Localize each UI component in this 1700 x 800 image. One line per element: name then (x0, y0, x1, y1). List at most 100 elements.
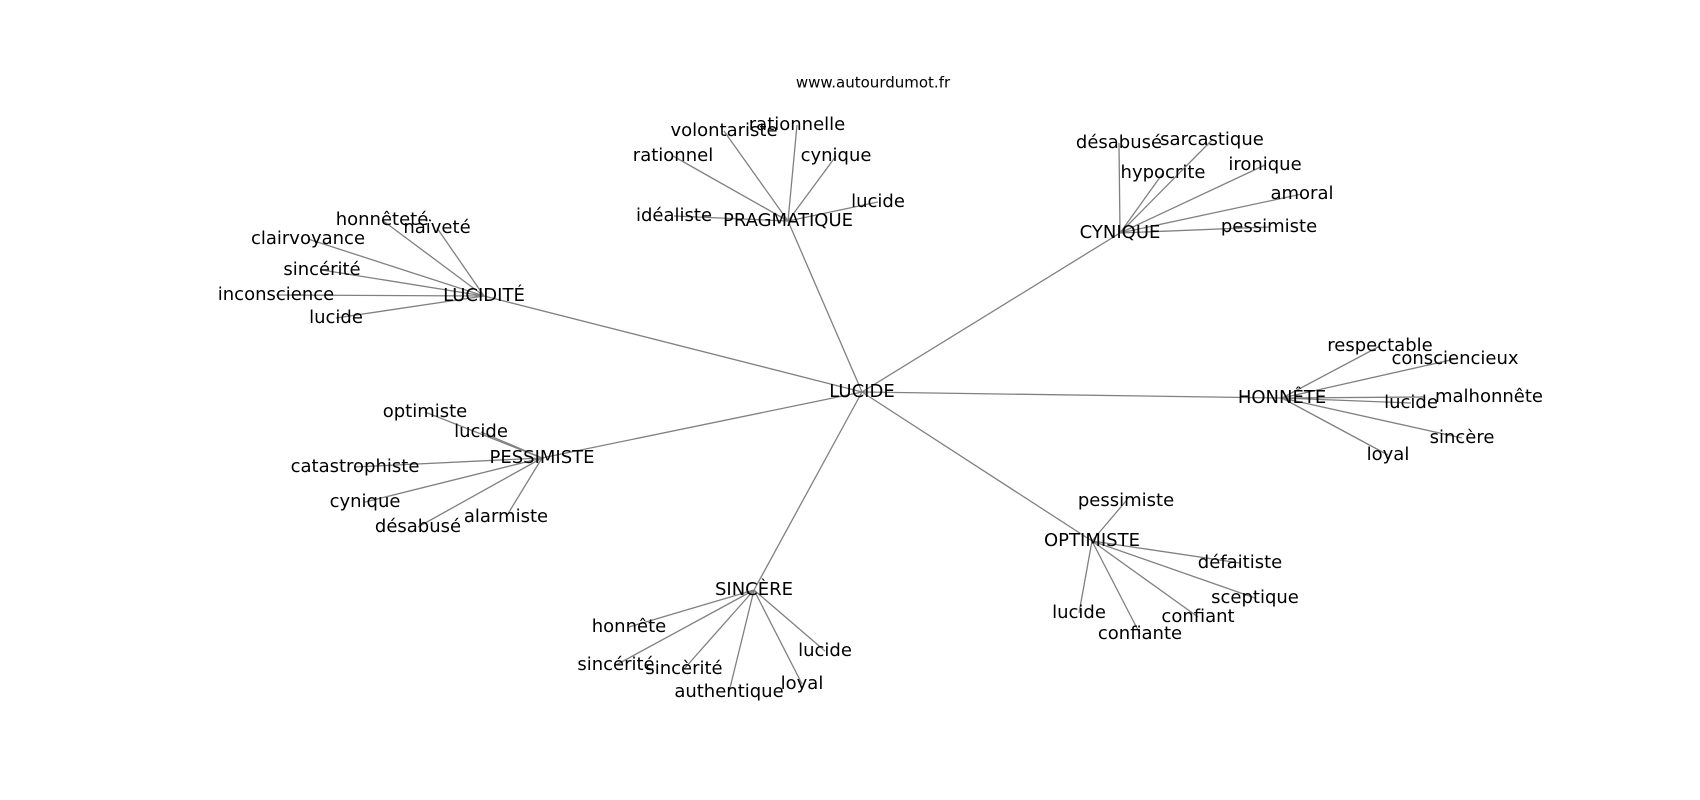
hub-leaf-edge (1119, 193, 1303, 234)
leaf-word: idéaliste (636, 205, 712, 226)
hub-leaf-edge (1281, 397, 1412, 404)
leaf-word: ironique (1228, 154, 1301, 175)
leaf-word: optimiste (383, 401, 468, 422)
center-hub-edge (861, 391, 1093, 542)
hub-leaf-edge (436, 227, 485, 297)
hub-leaf-edge (753, 589, 803, 685)
leaf-word: lucide (1384, 392, 1438, 413)
hub-leaf-edge (354, 457, 543, 468)
hub-word: PESSIMISTE (489, 447, 594, 468)
leaf-word: cynique (801, 145, 872, 166)
hub-leaf-edge (335, 295, 485, 319)
hub-leaf-edge (753, 589, 826, 652)
leaf-word: sarcastique (1160, 129, 1264, 150)
leaf-word: catastrophiste (291, 456, 420, 477)
leaf-word: lucide (1052, 602, 1106, 623)
leaf-word: lucide (798, 640, 852, 661)
center-hub-edge (787, 220, 863, 393)
hub-leaf-edge (723, 130, 789, 222)
leaf-word: rationnelle (749, 114, 845, 135)
leaf-word: honnêteté (336, 209, 429, 230)
hub-leaf-edge (1281, 396, 1426, 399)
hub-leaf-edge (1091, 540, 1199, 618)
graph-labels: LUCIDE PRAGMATIQUE volontaristerationnelle… (218, 114, 1543, 702)
leaf-word: pessimiste (1221, 216, 1317, 237)
hub-leaf-edge (1281, 397, 1389, 456)
leaf-word: désabusé (375, 516, 461, 537)
hub-word: CYNIQUE (1080, 222, 1161, 243)
leaf-word: authentique (674, 681, 783, 702)
hub-leaf-edge (275, 294, 485, 297)
hub-leaf-edge (1118, 142, 1121, 234)
hub-leaf-edge (787, 155, 837, 222)
leaf-word: pessimiste (1078, 490, 1174, 511)
hub-leaf-edge (480, 431, 543, 459)
hub-leaf-edge (683, 589, 755, 670)
leaf-word: désabusé (1076, 132, 1162, 153)
leaf-word: défaitiste (1198, 552, 1282, 573)
hub-leaf-edge (1119, 164, 1266, 234)
leaf-word: cynique (330, 491, 401, 512)
leaf-word: sincèrité (645, 658, 722, 679)
leaf-word: naïveté (403, 217, 470, 238)
leaf-word: lucide (309, 307, 363, 328)
leaf-word: sincérité (283, 259, 360, 280)
center-hub-edge (861, 232, 1121, 393)
hub-leaf-edge (1091, 540, 1241, 564)
hub-leaf-edge (787, 124, 798, 222)
hub-leaf-edge (1078, 540, 1093, 614)
leaf-word: confiante (1098, 623, 1182, 644)
hub-leaf-edge (1091, 540, 1141, 635)
hub-leaf-edge (1119, 139, 1213, 234)
hub-leaf-edge (417, 457, 543, 528)
leaf-word: volontariste (670, 120, 777, 141)
leaf-word: amoral (1270, 183, 1333, 204)
leaf-word: sincère (1430, 427, 1495, 448)
leaf-word: lucide (454, 421, 508, 442)
leaf-word: sincérité (577, 654, 654, 675)
hub-leaf-edge (1119, 172, 1164, 234)
hub-leaf-edge (321, 269, 485, 297)
hub-leaf-edge (673, 215, 789, 222)
hub-leaf-edge (1091, 500, 1127, 542)
hub-word: SINCÈRE (715, 578, 793, 600)
leaf-word: inconscience (218, 284, 334, 305)
leaf-word: sceptique (1211, 587, 1299, 608)
hub-leaf-edge (628, 589, 755, 628)
leaf-word: hypocrite (1121, 162, 1206, 183)
center-hub-edge (753, 391, 863, 591)
leaf-word: malhonnête (1435, 386, 1543, 407)
hub-leaf-edge (505, 457, 543, 518)
hub-word: PRAGMATIQUE (723, 210, 853, 231)
leaf-word: alarmiste (464, 506, 548, 527)
hub-leaf-edge (364, 457, 543, 503)
hub-leaf-edge (787, 201, 879, 222)
hub-word: LUCIDITÉ (443, 284, 525, 306)
hub-leaf-edge (728, 589, 755, 693)
hub-leaf-edge (1281, 358, 1456, 399)
hub-word: HONNÊTE (1238, 386, 1326, 408)
leaf-word: confiant (1161, 606, 1234, 627)
leaf-word: clairvoyance (251, 228, 365, 249)
hub-leaf-edge (615, 589, 755, 666)
leaf-word: loyal (781, 673, 824, 694)
hub-leaf-edge (1091, 540, 1256, 599)
center-hub-edge (861, 391, 1283, 399)
source-watermark: www.autourdumot.fr (796, 74, 951, 92)
center-hub-edge (483, 295, 863, 393)
hub-leaf-edge (1281, 397, 1463, 439)
leaf-word: rationnel (633, 145, 713, 166)
hub-leaf-edge (307, 238, 485, 297)
leaf-word: loyal (1367, 444, 1410, 465)
hub-leaf-edge (381, 219, 485, 297)
center-hub-edge (541, 391, 863, 459)
hub-leaf-edge (672, 155, 789, 222)
hub-word: OPTIMISTE (1044, 530, 1140, 551)
leaf-word: consciencieux (1391, 348, 1518, 369)
graph-edges (275, 124, 1463, 693)
leaf-word: lucide (851, 191, 905, 212)
center-word: LUCIDE (829, 381, 894, 402)
hub-leaf-edge (1119, 226, 1270, 234)
leaf-word: respectable (1327, 335, 1432, 356)
